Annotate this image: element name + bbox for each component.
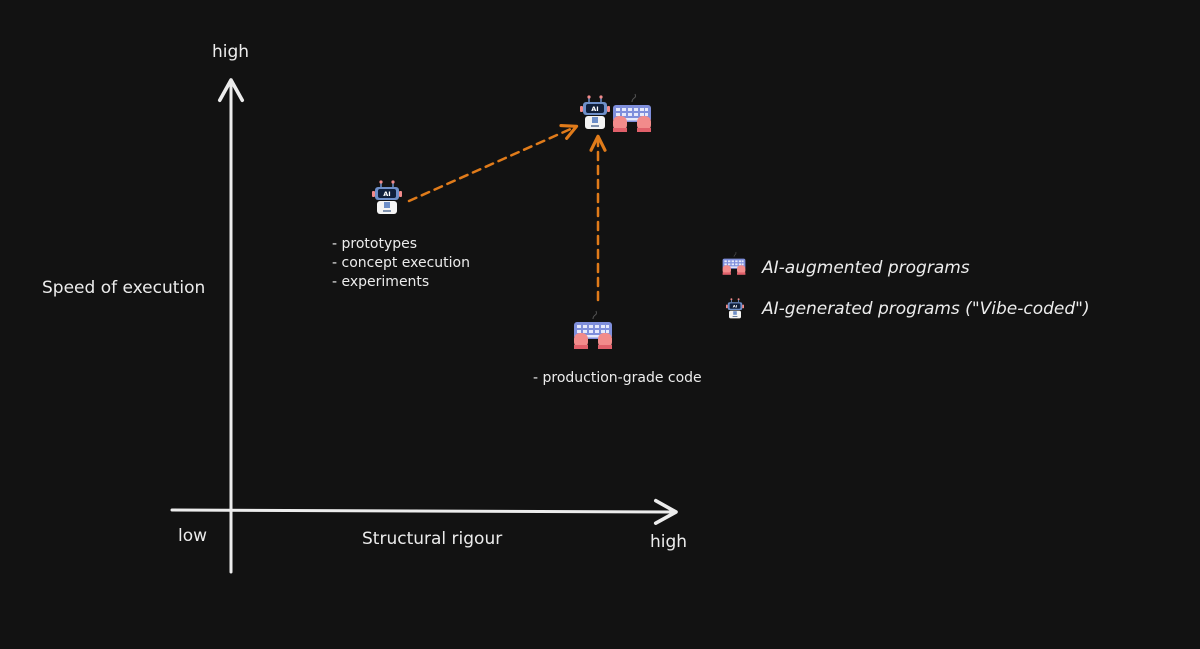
ai-robot-icon: [579, 94, 611, 130]
y-axis-high-label: high: [212, 42, 250, 62]
legend-ai-generated-label: AI-generated programs ("Vibe-coded"): [762, 299, 1090, 319]
ai-generated-notes: - prototypes - concept execution - exper…: [332, 235, 470, 292]
keyboard-hands-icon: [573, 310, 613, 350]
note-item: - concept execution: [332, 255, 470, 271]
ai-robot-icon: [725, 297, 745, 319]
ai-augmented-notes: - production-grade code: [533, 369, 702, 388]
origin-low-label: low: [178, 526, 208, 546]
x-axis: [170, 498, 678, 525]
arrow-prototype-to-combined: [407, 124, 579, 203]
note-item: - production-grade code: [533, 370, 702, 386]
keyboard-hands-icon: [612, 93, 652, 133]
x-axis-high-label: high: [650, 532, 688, 552]
keyboard-hands-icon: [722, 251, 746, 276]
ai-robot-icon: [371, 179, 403, 215]
note-item: - prototypes: [332, 236, 418, 252]
y-axis-title: Speed of execution: [42, 278, 206, 298]
x-axis-title: Structural rigour: [362, 529, 503, 549]
legend-ai-augmented-label: AI-augmented programs: [762, 258, 970, 278]
note-item: - experiments: [332, 274, 430, 290]
